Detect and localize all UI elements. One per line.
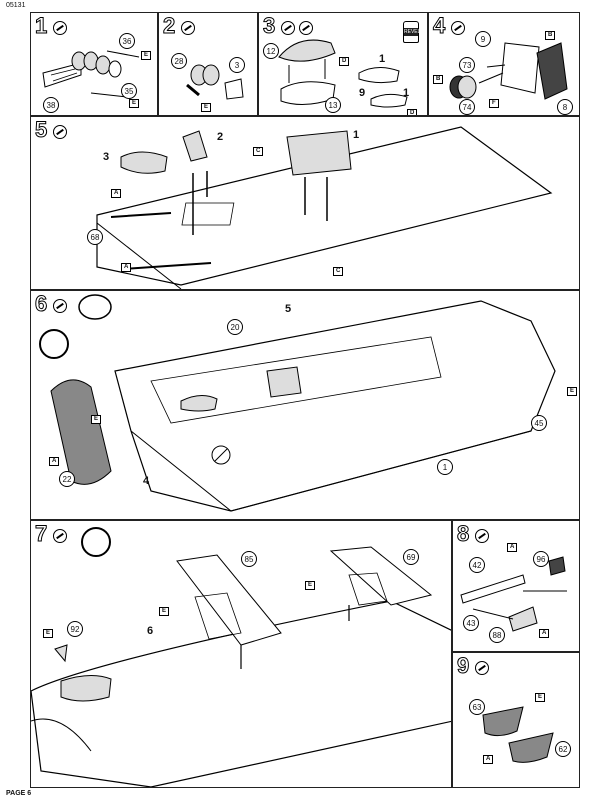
- sprue-tag: C: [333, 267, 344, 276]
- step-5-panel: 5 68 3 2 1 A A C C: [30, 116, 580, 290]
- part-callout: 45: [531, 415, 547, 431]
- part-callout: 1: [437, 459, 453, 475]
- step-number: 1: [34, 13, 48, 38]
- step-7-drawing: [31, 546, 451, 787]
- step-number: 5: [34, 117, 48, 142]
- step-2-drawing: [186, 64, 244, 100]
- subassembly-label: 5: [285, 303, 292, 315]
- glue-icon: [53, 299, 67, 313]
- step-number: 9: [456, 653, 470, 678]
- glue-icon: [475, 529, 489, 543]
- sprue-tag: E: [141, 51, 152, 60]
- sprue-tag: A: [507, 543, 518, 552]
- step-7-panel: 7 85 69 92 6 E E E: [30, 520, 452, 788]
- step-number: 4: [432, 13, 446, 38]
- step-3-drawing: [278, 39, 408, 108]
- subassembly-label: 1: [353, 129, 360, 141]
- glue-icon: [53, 21, 67, 35]
- step-2-panel: 2 28 3 E: [158, 12, 258, 116]
- step-number: 8: [456, 521, 470, 546]
- paint-bottle-label: REVELL: [404, 28, 424, 36]
- part-callout: 13: [325, 97, 341, 113]
- part-callout: 28: [171, 53, 187, 69]
- part-callout: 43: [463, 615, 479, 631]
- glue-icon: [53, 125, 67, 139]
- step-9-panel: 9 63 62 E A: [452, 652, 580, 788]
- part-callout: 69: [403, 549, 419, 565]
- glue-icon: [451, 21, 465, 35]
- sprue-tag: E: [43, 629, 54, 638]
- sprue-tag: E: [129, 99, 140, 108]
- sprue-tag: A: [121, 263, 132, 272]
- glue-icon: [475, 661, 489, 675]
- step-3-panel: 3 12 13 1 9 1 D D REVELL: [258, 12, 428, 116]
- sprue-tag: E: [567, 387, 578, 396]
- step-4-drawing: [449, 42, 568, 100]
- part-callout: 12: [263, 43, 279, 59]
- step-8-drawing: [460, 556, 567, 632]
- step-4-panel: 4 9 73 74 8 B B F: [428, 12, 580, 116]
- sprue-tag: D: [339, 57, 350, 66]
- sprue-tag: A: [49, 457, 60, 466]
- sprue-tag: D: [407, 109, 418, 115]
- sprue-tag: F: [489, 99, 499, 108]
- part-callout: 96: [533, 551, 549, 567]
- part-callout: 20: [227, 319, 243, 335]
- part-callout: 8: [557, 99, 573, 115]
- step-6-drawing: [50, 294, 556, 512]
- sprue-tag: E: [91, 415, 102, 424]
- page-number: PAGE 6: [6, 790, 32, 797]
- sheet-code: 05131: [6, 2, 26, 9]
- part-callout: 63: [469, 699, 485, 715]
- part-callout: 73: [459, 57, 475, 73]
- sprue-tag: A: [111, 189, 122, 198]
- step-1-panel: 1 36 35 38 E E: [30, 12, 158, 116]
- sprue-tag: E: [535, 693, 546, 702]
- step-8-panel: 8 42 96 43 88 A A: [452, 520, 580, 652]
- glue-icon: [181, 21, 195, 35]
- part-callout: 9: [475, 31, 491, 47]
- step-number: 2: [162, 13, 176, 38]
- step-6-panel: 6 20 22 45 1 5 4 E A E: [30, 290, 580, 520]
- step-5-drawing: [96, 126, 553, 289]
- step-number: 6: [34, 291, 48, 316]
- sprue-tag: A: [539, 629, 550, 638]
- part-callout: 88: [489, 627, 505, 643]
- glue-icon: [53, 529, 67, 543]
- part-callout: 42: [469, 557, 485, 573]
- clock-icon: [39, 329, 69, 359]
- sprue-tag: B: [433, 75, 444, 84]
- part-callout: 36: [119, 33, 135, 49]
- glue-icon: [281, 21, 295, 35]
- part-callout: 35: [121, 83, 137, 99]
- part-callout: 74: [459, 99, 475, 115]
- subassembly-label: 9: [359, 87, 366, 99]
- subassembly-label: 1: [379, 53, 386, 65]
- sprue-tag: E: [201, 103, 212, 112]
- paint-icon: [299, 21, 313, 35]
- subassembly-label: 2: [217, 131, 224, 143]
- clock-icon: [81, 527, 111, 557]
- step-number: 7: [34, 521, 48, 546]
- subassembly-label: 4: [143, 475, 150, 487]
- paint-bottle-icon: REVELL: [403, 21, 424, 43]
- sprue-tag: A: [483, 755, 494, 764]
- sprue-tag: B: [545, 31, 556, 40]
- part-callout: 92: [67, 621, 83, 637]
- subassembly-label: 6: [147, 625, 154, 637]
- sprue-tag: C: [253, 147, 264, 156]
- sprue-tag: E: [159, 607, 170, 616]
- part-callout: 68: [87, 229, 103, 245]
- part-callout: 38: [43, 97, 59, 113]
- part-callout: 22: [59, 471, 75, 487]
- subassembly-label: 1: [403, 87, 410, 99]
- part-callout: 62: [555, 741, 571, 757]
- step-1-drawing: [42, 50, 140, 98]
- step-number: 3: [262, 13, 276, 38]
- part-callout: 3: [229, 57, 245, 73]
- step-9-drawing: [482, 706, 554, 763]
- sprue-tag: E: [305, 581, 316, 590]
- part-callout: 85: [241, 551, 257, 567]
- subassembly-label: 3: [103, 151, 110, 163]
